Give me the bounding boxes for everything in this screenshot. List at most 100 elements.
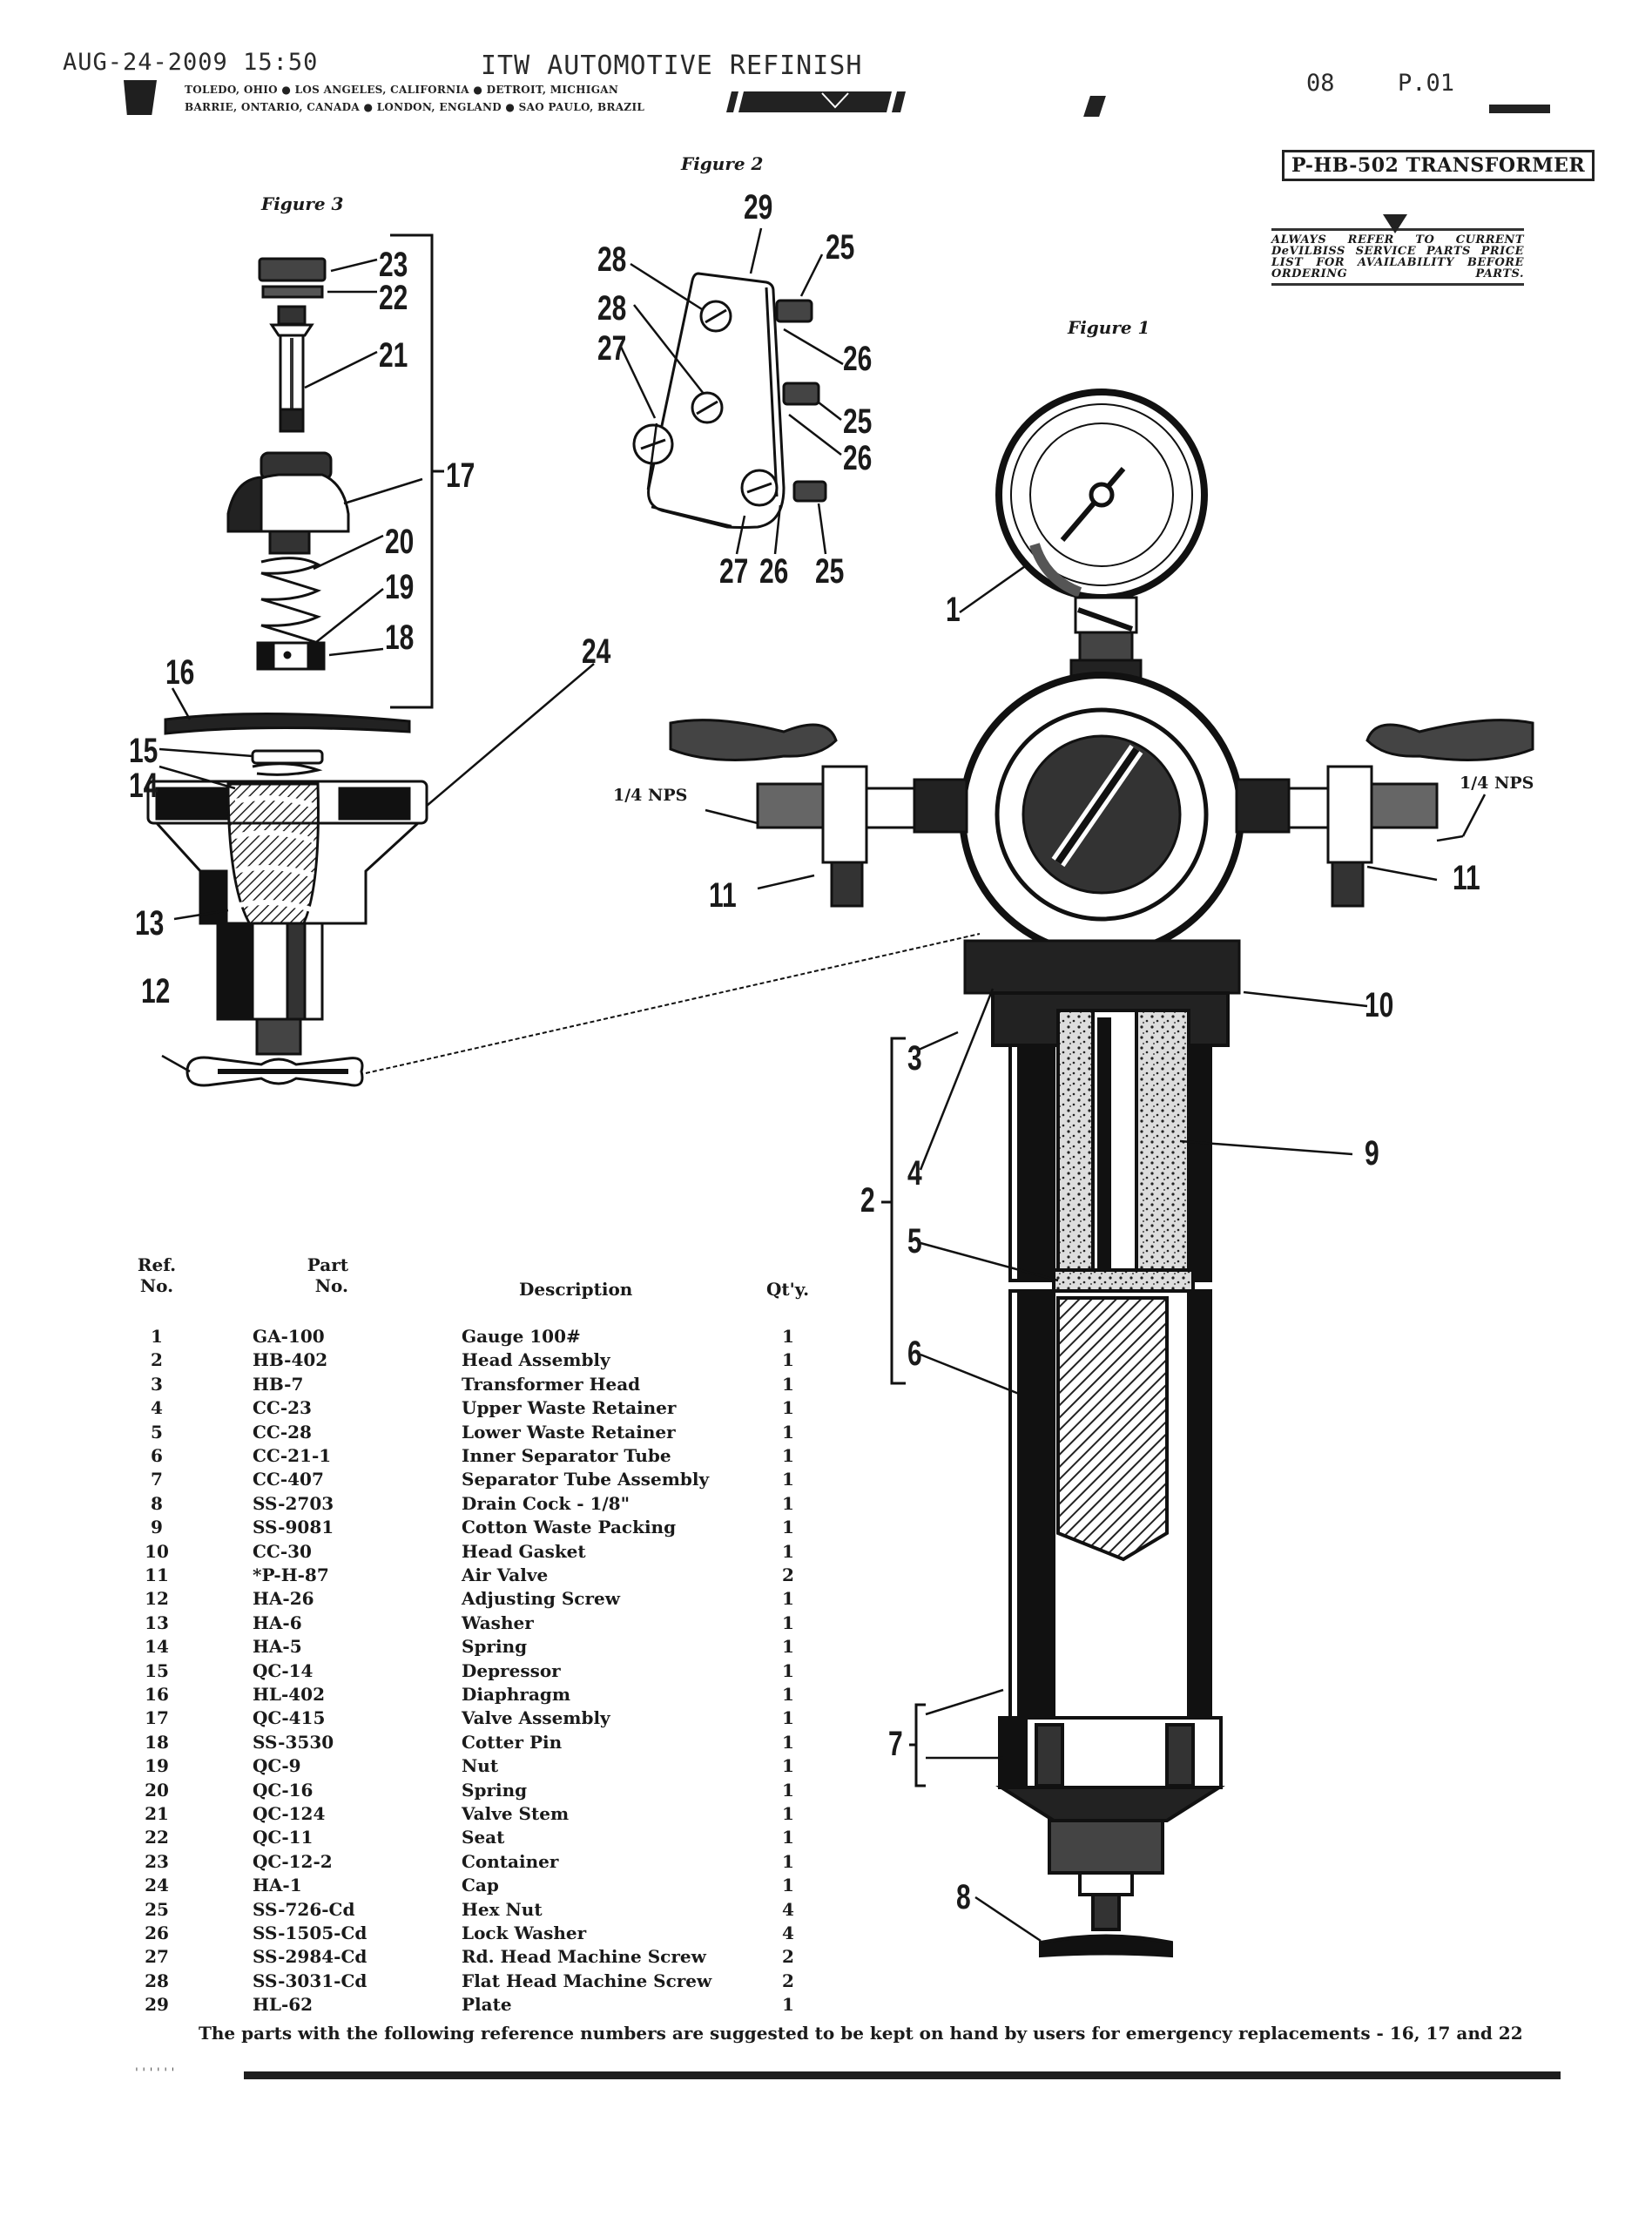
cell-part-no: HL-402 <box>253 1684 326 1705</box>
cell-qty: 1 <box>782 1684 794 1705</box>
col-header-part: Part No. <box>287 1254 348 1296</box>
cell-qty: 1 <box>782 1588 794 1610</box>
cell-part-no: GA-100 <box>253 1326 325 1347</box>
cell-part-no: HA-5 <box>253 1636 302 1658</box>
callout-25-mid: 25 <box>843 402 873 441</box>
cell-description: Spring <box>462 1636 528 1658</box>
cell-part-no: QC-14 <box>253 1659 314 1681</box>
cell-part-no: SS-3530 <box>253 1731 334 1753</box>
cell-part-no: HB-7 <box>253 1373 304 1395</box>
callout-27-bottom: 27 <box>719 552 749 591</box>
notice-box: ALWAYS REFER TO CURRENT DeVILBISS SERVIC… <box>1271 214 1524 289</box>
cell-qty: 1 <box>782 1659 794 1681</box>
callout-16: 16 <box>165 653 195 692</box>
cell-part-no: SS-2984-Cd <box>253 1946 367 1968</box>
cell-qty: 1 <box>782 1827 794 1848</box>
cell-qty: 1 <box>782 1803 794 1824</box>
address-line-1: TOLEDO, OHIO ● LOS ANGELES, CALIFORNIA ●… <box>185 84 619 96</box>
regulator-head <box>959 672 1244 995</box>
callout-28-lower: 28 <box>597 289 627 328</box>
cell-ref: 23 <box>145 1850 169 1872</box>
fig1-bracket-7 <box>909 1703 926 1787</box>
warning-triangle-icon <box>1383 214 1407 233</box>
cell-qty: 1 <box>782 1421 794 1443</box>
callout-24: 24 <box>582 632 611 671</box>
cell-qty: 1 <box>782 1397 794 1419</box>
figure-2-label: Figure 2 <box>681 153 764 174</box>
cell-description: Lock Washer <box>462 1923 587 1943</box>
callout-27-left: 27 <box>597 329 627 368</box>
cell-description: Cap <box>462 1875 499 1896</box>
cell-part-no: CC-30 <box>253 1540 312 1562</box>
cell-description: Cotter Pin <box>462 1731 563 1753</box>
cell-part-no: HB-402 <box>253 1349 328 1371</box>
callout-7: 7 <box>888 1725 903 1763</box>
callout-18: 18 <box>385 618 415 657</box>
cell-ref: 9 <box>151 1517 163 1538</box>
fax-page-count: 08 <box>1306 70 1335 97</box>
cell-ref: 14 <box>145 1636 169 1658</box>
fig3-leaders <box>158 258 981 1074</box>
cell-qty: 1 <box>782 1540 794 1562</box>
cell-ref: 11 <box>145 1564 169 1585</box>
cell-part-no: CC-28 <box>253 1421 312 1443</box>
cell-description: Cotton Waste Packing <box>462 1517 677 1538</box>
cell-qty: 1 <box>782 1469 794 1490</box>
cell-qty: 1 <box>782 1850 794 1872</box>
model-title: P-HB-502 TRANSFORMER <box>1282 150 1595 181</box>
cell-description: Adjusting Screw <box>462 1588 620 1610</box>
cell-ref: 7 <box>151 1469 163 1490</box>
cell-ref: 1 <box>151 1326 163 1347</box>
cell-qty: 1 <box>782 1707 794 1729</box>
cell-qty: 1 <box>782 1731 794 1753</box>
col-header-ref-line1: Ref. <box>137 1254 177 1275</box>
cell-ref: 13 <box>145 1612 169 1633</box>
col-header-part-line1: Part <box>307 1254 348 1275</box>
callout-26-mid: 26 <box>843 439 873 477</box>
callout-23: 23 <box>379 246 408 284</box>
cell-ref: 4 <box>151 1397 163 1419</box>
air-valve-right <box>1235 719 1534 908</box>
cell-part-no: SS-1505-Cd <box>253 1923 367 1943</box>
cell-description: Spring <box>462 1779 528 1801</box>
cell-ref: 15 <box>145 1659 169 1681</box>
cell-description: Flat Head Machine Screw <box>462 1970 712 1991</box>
cell-part-no: HA-26 <box>253 1588 314 1610</box>
callout-28-upper: 28 <box>597 240 627 279</box>
callout-4: 4 <box>907 1154 922 1193</box>
cell-description: Valve Stem <box>462 1803 570 1824</box>
callout-1: 1 <box>946 591 961 629</box>
fig1-leaders <box>705 563 1487 1943</box>
cell-part-no: QC-16 <box>253 1779 314 1801</box>
cell-description: Transformer Head <box>462 1373 641 1395</box>
callout-8: 8 <box>956 1878 971 1916</box>
cell-description: Nut <box>462 1755 499 1777</box>
cell-ref: 2 <box>151 1349 163 1371</box>
callout-17: 17 <box>446 456 475 495</box>
cell-ref: 10 <box>145 1540 169 1562</box>
cell-ref: 5 <box>151 1421 163 1443</box>
callout-25-bottom: 25 <box>815 552 845 591</box>
callout-6: 6 <box>907 1335 922 1373</box>
callout-21: 21 <box>379 336 408 375</box>
cell-qty: 1 <box>782 1517 794 1538</box>
callout-26-top: 26 <box>843 340 873 378</box>
cell-qty: 1 <box>782 1373 794 1395</box>
address-line-2: BARRIE, ONTARIO, CANADA ● LONDON, ENGLAN… <box>185 101 645 113</box>
callout-20: 20 <box>385 523 415 561</box>
port-label-right: 1/4 NPS <box>1460 774 1534 793</box>
col-header-qty: Qt'y. <box>766 1279 810 1300</box>
callout-2: 2 <box>860 1181 875 1220</box>
callout-11-right: 11 <box>1453 859 1480 897</box>
cell-part-no: CC-407 <box>253 1469 324 1490</box>
cell-qty: 1 <box>782 1755 794 1777</box>
col-header-part-line2: No. <box>314 1275 348 1296</box>
cell-qty: 4 <box>782 1923 794 1943</box>
cell-ref: 24 <box>145 1875 169 1896</box>
callout-26-bottom: 26 <box>759 552 789 591</box>
company-logo-icon <box>124 80 157 115</box>
fax-datetime: AUG-24-2009 15:50 <box>63 49 319 76</box>
cell-qty: 1 <box>782 1492 794 1514</box>
cell-qty: 1 <box>782 1612 794 1633</box>
cell-ref: 6 <box>151 1445 163 1466</box>
